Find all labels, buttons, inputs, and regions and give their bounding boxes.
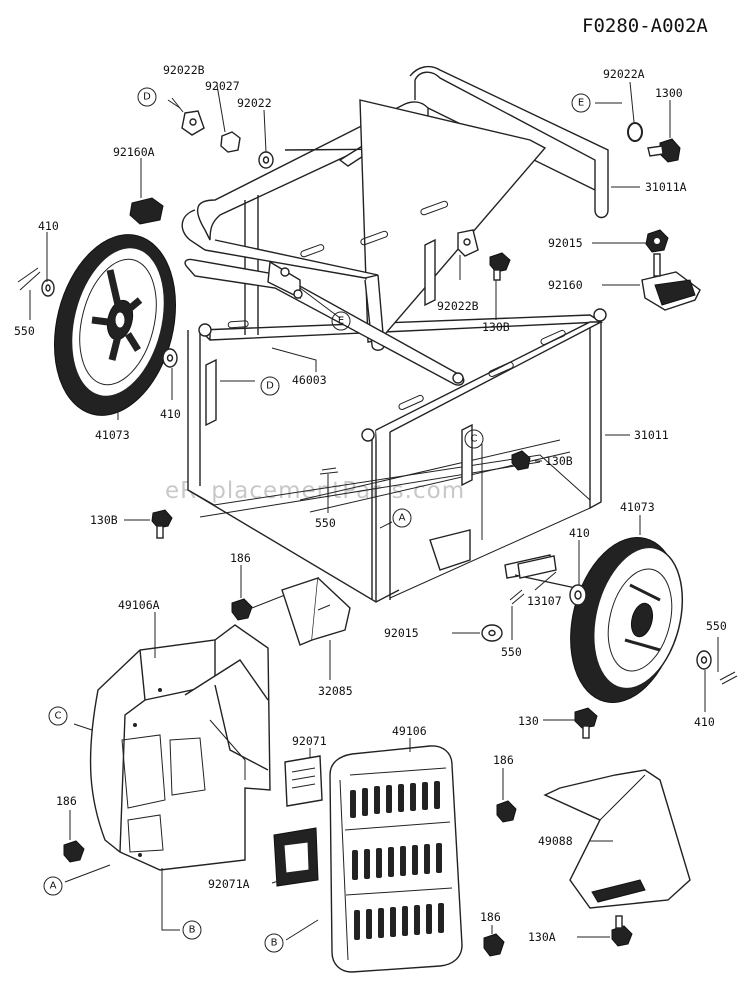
part-label-186-mid: 186 [230,551,251,565]
part-label-130: 130 [518,714,539,728]
filter-92071A [273,827,319,887]
part-label-410-left-top: 410 [38,219,59,233]
part-label-13107: 13107 [527,594,562,608]
callout-c-mid: C [471,434,478,445]
part-label-92071a: 92071A [208,877,250,891]
part-label-92071: 92071 [292,734,327,748]
callout-e-top: E [578,98,584,109]
part-label-410-left-mid: 410 [160,407,181,421]
part-label-92022b-top: 92022B [163,63,205,77]
part-label-31011a: 31011A [645,180,687,194]
wheel-right [570,537,684,703]
part-label-130b-top: 130B [482,320,510,334]
callout-b-left: B [189,925,196,936]
bracket-32085 [281,576,351,646]
part-label-186-bottom: 186 [480,910,501,924]
part-label-49106a: 49106A [118,598,160,612]
part-label-92022a: 92022A [603,67,645,81]
callout-a-left: A [50,881,57,892]
part-label-49088: 49088 [538,834,573,848]
callout-a-mid: A [399,513,406,524]
part-label-49106: 49106 [392,724,427,738]
hardware [17,110,738,957]
part-label-92015-bottom: 92015 [384,626,419,640]
part-label-186-right: 186 [493,753,514,767]
part-label-550-right-mid: 550 [501,645,522,659]
callout-d-mid: D [266,381,274,392]
part-label-32085: 32085 [318,684,353,698]
part-label-410-right-bottom: 410 [694,715,715,729]
part-label-92022b-mid: 92022B [437,299,479,313]
callout-b-bottom: B [271,938,278,949]
callout-c-left: C [55,711,62,722]
part-label-92015-top: 92015 [548,236,583,250]
part-label-92022: 92022 [237,96,272,110]
part-label-130a: 130A [528,930,556,944]
callout-e-mid: E [338,316,344,327]
part-labels: 92022B 92027 92022 92160A 92022A 1300 31… [14,63,727,944]
wheel-left [53,234,177,416]
part-label-410-right-top: 410 [569,526,590,540]
callout-d-top: D [143,92,151,103]
part-label-1300: 1300 [655,86,683,100]
part-label-41073-right: 41073 [620,500,655,514]
part-label-550-left-top: 550 [14,324,35,338]
callout-circles: D E E D C A C A B B [43,87,591,953]
part-label-41073-left: 41073 [95,428,130,442]
housing-49106A [89,624,271,871]
part-label-130b-right: 130B [545,454,573,468]
panel-49106 [329,745,463,973]
part-label-92160: 92160 [548,278,583,292]
part-label-130b-left: 130B [90,513,118,527]
part-label-550-mid: 550 [315,516,336,530]
diagram-reference-code: F0280-A002A [582,15,708,37]
part-label-31011: 31011 [634,428,669,442]
part-label-46003: 46003 [292,373,327,387]
leader-lines [29,81,719,941]
part-label-92027: 92027 [205,79,240,93]
part-label-550-right: 550 [706,619,727,633]
part-label-186-left: 186 [56,794,77,808]
frame-assembly [181,65,609,603]
part-label-92160a: 92160A [113,145,155,159]
filter-92071 [284,755,323,807]
plate-49088 [543,769,691,909]
